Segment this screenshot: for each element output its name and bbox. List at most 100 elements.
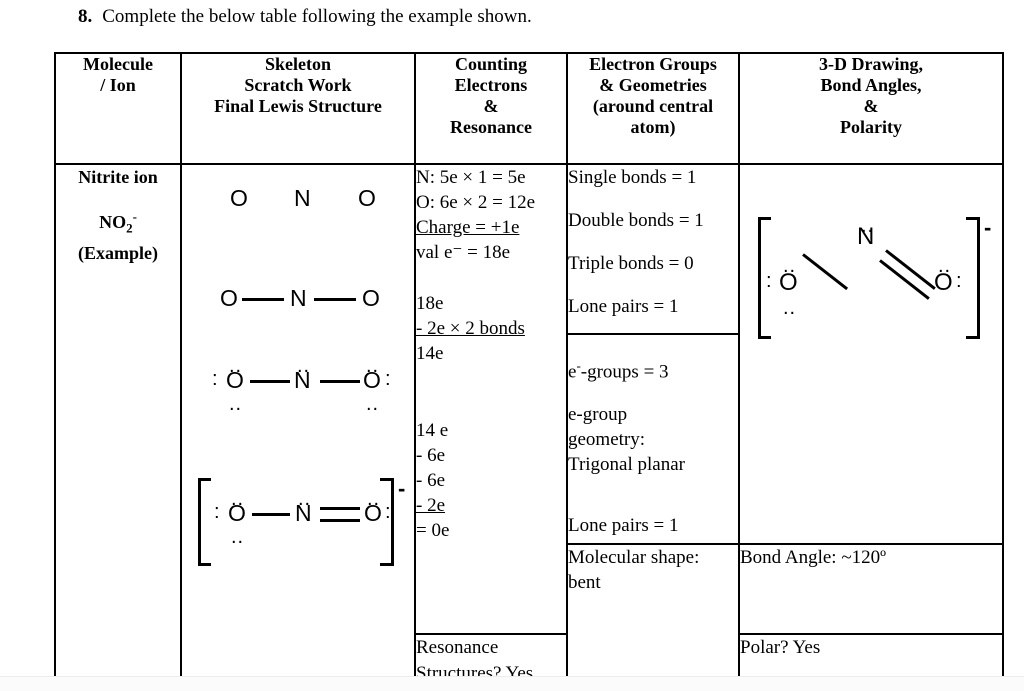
spacer (56, 190, 180, 204)
final-lewis-structure: .. : O .. .. N .. O : - (182, 470, 414, 575)
drawing-bracket-left (758, 217, 771, 339)
shape-value: bent (568, 572, 601, 593)
cell-electron-groups-geometry: e--groups = 3 e-group geometry: Trigonal… (566, 333, 740, 545)
final-atom-o-right: O (364, 500, 382, 526)
table-header-row: Molecule / Ion Skeleton Scratch Work Fin… (54, 52, 1004, 165)
final-atom-n: N (295, 500, 312, 526)
final-lone-pair-o-left-bottom: .. (231, 526, 245, 548)
question-text: Complete the below table following the e… (102, 6, 532, 27)
drawing-charge-sign: - (984, 215, 992, 240)
count-line: val e⁻ = 18e (416, 242, 511, 263)
final-lone-pair-o-right-side: : (385, 501, 391, 523)
table-row: Nitrite ion NO2- (Example) O N O (54, 163, 1004, 691)
shape-label: Molecular shape: (568, 547, 700, 568)
skeleton-atom-n: N (294, 185, 311, 211)
lone-pair-o-left-bottom: .. (229, 393, 243, 415)
count-line: 14 e (416, 420, 449, 441)
cell-3d-drawing: .. N .. : O .. .. O : (738, 163, 1004, 545)
molecule-note: (Example) (78, 242, 158, 263)
table-row: e--groups = 3 e-group geometry: Trigonal… (55, 333, 1003, 545)
single-bond-right (314, 298, 356, 301)
count-line: 14e (416, 343, 444, 364)
double-bonds-line: Double bonds = 1 (568, 210, 704, 231)
drawing-lone-pair-o-right-side: : (956, 270, 962, 292)
bracket-right (380, 478, 394, 566)
spacer (568, 190, 738, 208)
count-line-underlined: - 2e (416, 495, 446, 516)
lewis-atom-o-left: O (226, 367, 244, 393)
skeleton-atom-o-left: O (230, 185, 248, 211)
cell-molecular-shape: Molecular shape: bent (566, 543, 740, 691)
count-line: 18e (416, 293, 444, 314)
count-line-underlined: - 2e × 2 bonds (416, 318, 525, 339)
spacer (416, 366, 566, 392)
skeleton-atoms-structure: O N O (182, 173, 414, 225)
cell-lewis-structures: O N O O N O (180, 163, 416, 691)
spacer (416, 392, 566, 418)
spacer (568, 335, 738, 353)
cell-bond-counts: Single bonds = 1 Double bonds = 1 Triple… (566, 163, 740, 335)
lone-pair-o-left-side: : (212, 368, 218, 390)
lone-pairs-line-top: Lone pairs = 1 (568, 296, 679, 317)
drawing-single-bond (802, 253, 849, 291)
spacer (416, 265, 566, 291)
bonded-atom-o-right: O (362, 285, 380, 311)
lone-pair-o-right-side: : (385, 368, 391, 390)
single-bonds-line: Single bonds = 1 (568, 167, 697, 188)
drawing-lone-pair-o-left-bottom: .. (783, 297, 797, 319)
resonance-line-1: Resonance (416, 637, 499, 658)
spacer (568, 495, 738, 513)
bonded-atom-o-left: O (220, 285, 238, 311)
bond-angle-text: Bond Angle: ~120º (740, 547, 887, 568)
lone-pairs-line-bottom: Lone pairs = 1 (568, 515, 679, 537)
cell-bond-angle: Bond Angle: ~120º (738, 543, 1004, 635)
cell-counting-electrons: N: 5e × 1 = 5e O: 6e × 2 = 12e Charge = … (414, 163, 568, 635)
final-double-bond-lower (320, 519, 360, 522)
header-electron-groups: Electron Groups & Geometries (around cen… (566, 52, 740, 165)
final-atom-o-left: O (228, 500, 246, 526)
header-molecule-ion: Molecule / Ion (54, 52, 182, 165)
spacer (568, 477, 738, 495)
bent-structure-drawing: .. N .. : O .. .. O : (740, 165, 1002, 543)
bonded-atom-n: N (290, 285, 307, 311)
lone-pair-o-right-bottom: .. (366, 393, 380, 415)
count-line: O: 6e × 2 = 12e (416, 192, 536, 213)
final-double-bond-upper (320, 507, 360, 510)
header-counting-electrons: Counting Electrons & Resonance (414, 52, 568, 165)
page-bottom-strip (0, 676, 1024, 691)
header-3d-drawing: 3-D Drawing, Bond Angles, & Polarity (738, 52, 1004, 165)
molecule-name: Nitrite ion (78, 167, 158, 187)
lewis-allsingle-structure: .. : O .. .. N .. O : .. (182, 355, 414, 425)
header-skeleton-lewis: Skeleton Scratch Work Final Lewis Struct… (180, 52, 416, 165)
final-single-bond (252, 513, 290, 516)
lewis-structure-table: Molecule / Ion Skeleton Scratch Work Fin… (54, 52, 1004, 691)
drawing-atom-n: N (857, 223, 875, 250)
spacer (568, 276, 738, 294)
molecule-formula: NO2- (99, 209, 137, 236)
geometry-label-line1: e-group (568, 404, 628, 426)
count-line: = 0e (416, 520, 450, 541)
drawing-lone-pair-o-left-side: : (766, 270, 772, 292)
final-lone-pair-o-left-side: : (214, 501, 220, 523)
drawing-atom-o-left: O (779, 269, 798, 296)
spacer (568, 233, 738, 251)
count-line: - 6e (416, 470, 446, 491)
geometry-value: Trigonal planar (568, 454, 685, 476)
geometry-label-line2: geometry: (568, 429, 646, 451)
single-bond-left (242, 298, 284, 301)
skeleton-bonded-structure: O N O (182, 273, 414, 325)
spacer (568, 384, 738, 402)
count-line-underlined: Charge = +1e (416, 217, 520, 238)
skeleton-atom-o-right: O (358, 185, 376, 211)
bracket-left (198, 478, 211, 566)
cell-molecule-ion: Nitrite ion NO2- (Example) (54, 163, 182, 691)
table-row: Molecular shape: bent Bond Angle: ~120º (55, 543, 1004, 691)
lewis-single-bond-right (320, 380, 360, 383)
count-line: N: 5e × 1 = 5e (416, 167, 526, 188)
lewis-atom-o-right: O (363, 367, 381, 393)
question-prompt: 8. Complete the below table following the… (78, 5, 532, 29)
final-charge-sign: - (398, 476, 406, 501)
e-groups-line: e--groups = 3 (568, 358, 669, 383)
question-number: 8. (78, 6, 93, 27)
